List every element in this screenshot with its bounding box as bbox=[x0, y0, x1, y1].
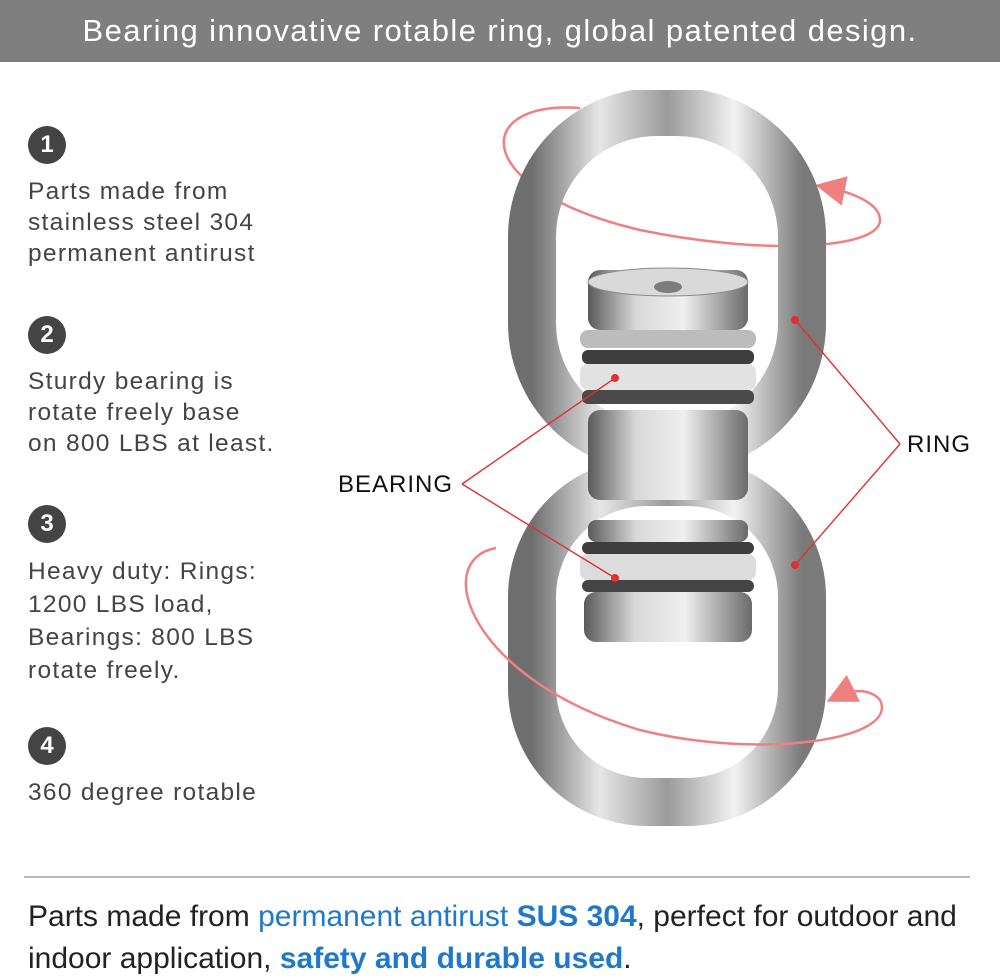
feature-text: Sturdy bearing is rotate freely base on … bbox=[28, 368, 275, 457]
ring-label: RING bbox=[907, 431, 971, 458]
swivel-hook-image: BEARING RING bbox=[338, 90, 971, 826]
bearing-label: BEARING bbox=[338, 471, 453, 498]
feature-4: 4 360 degree rotable bbox=[28, 727, 257, 808]
footer-text: . bbox=[623, 942, 632, 975]
feature-2: 2 Sturdy bearing is rotate freely base o… bbox=[28, 316, 275, 459]
footer-text: Parts made from bbox=[28, 900, 259, 933]
feature-3: 3 Heavy duty: Rings: 1200 LBS load, Bear… bbox=[28, 505, 257, 687]
feature-text: 360 degree rotable bbox=[28, 779, 258, 806]
feature-1: 1 Parts made from stainless steel 304 pe… bbox=[28, 126, 256, 269]
feature-number-badge: 2 bbox=[28, 316, 66, 354]
footer-text: , perfect for outdoor and indoor applica… bbox=[28, 900, 957, 975]
feature-text: Heavy duty: Rings: 1200 LBS load, Bearin… bbox=[28, 558, 258, 684]
rotation-arrow-icon bbox=[502, 106, 882, 248]
divider bbox=[24, 876, 970, 878]
top-banner: Bearing innovative rotable ring, global … bbox=[0, 0, 1000, 62]
feature-text: Parts made from stainless steel 304 perm… bbox=[28, 178, 256, 267]
footer-caption: Parts made from permanent antirust SUS 3… bbox=[28, 896, 988, 980]
footer-highlight-safety: safety and durable used bbox=[279, 942, 624, 975]
feature-number-badge: 1 bbox=[28, 126, 66, 164]
footer-space bbox=[508, 900, 516, 933]
footer-highlight-antirust: permanent antirust bbox=[258, 900, 509, 933]
banner-title: Bearing innovative rotable ring, global … bbox=[82, 13, 918, 48]
feature-number-badge: 3 bbox=[28, 505, 66, 543]
feature-number-badge: 4 bbox=[28, 727, 66, 765]
footer-highlight-sus304: SUS 304 bbox=[516, 900, 637, 933]
